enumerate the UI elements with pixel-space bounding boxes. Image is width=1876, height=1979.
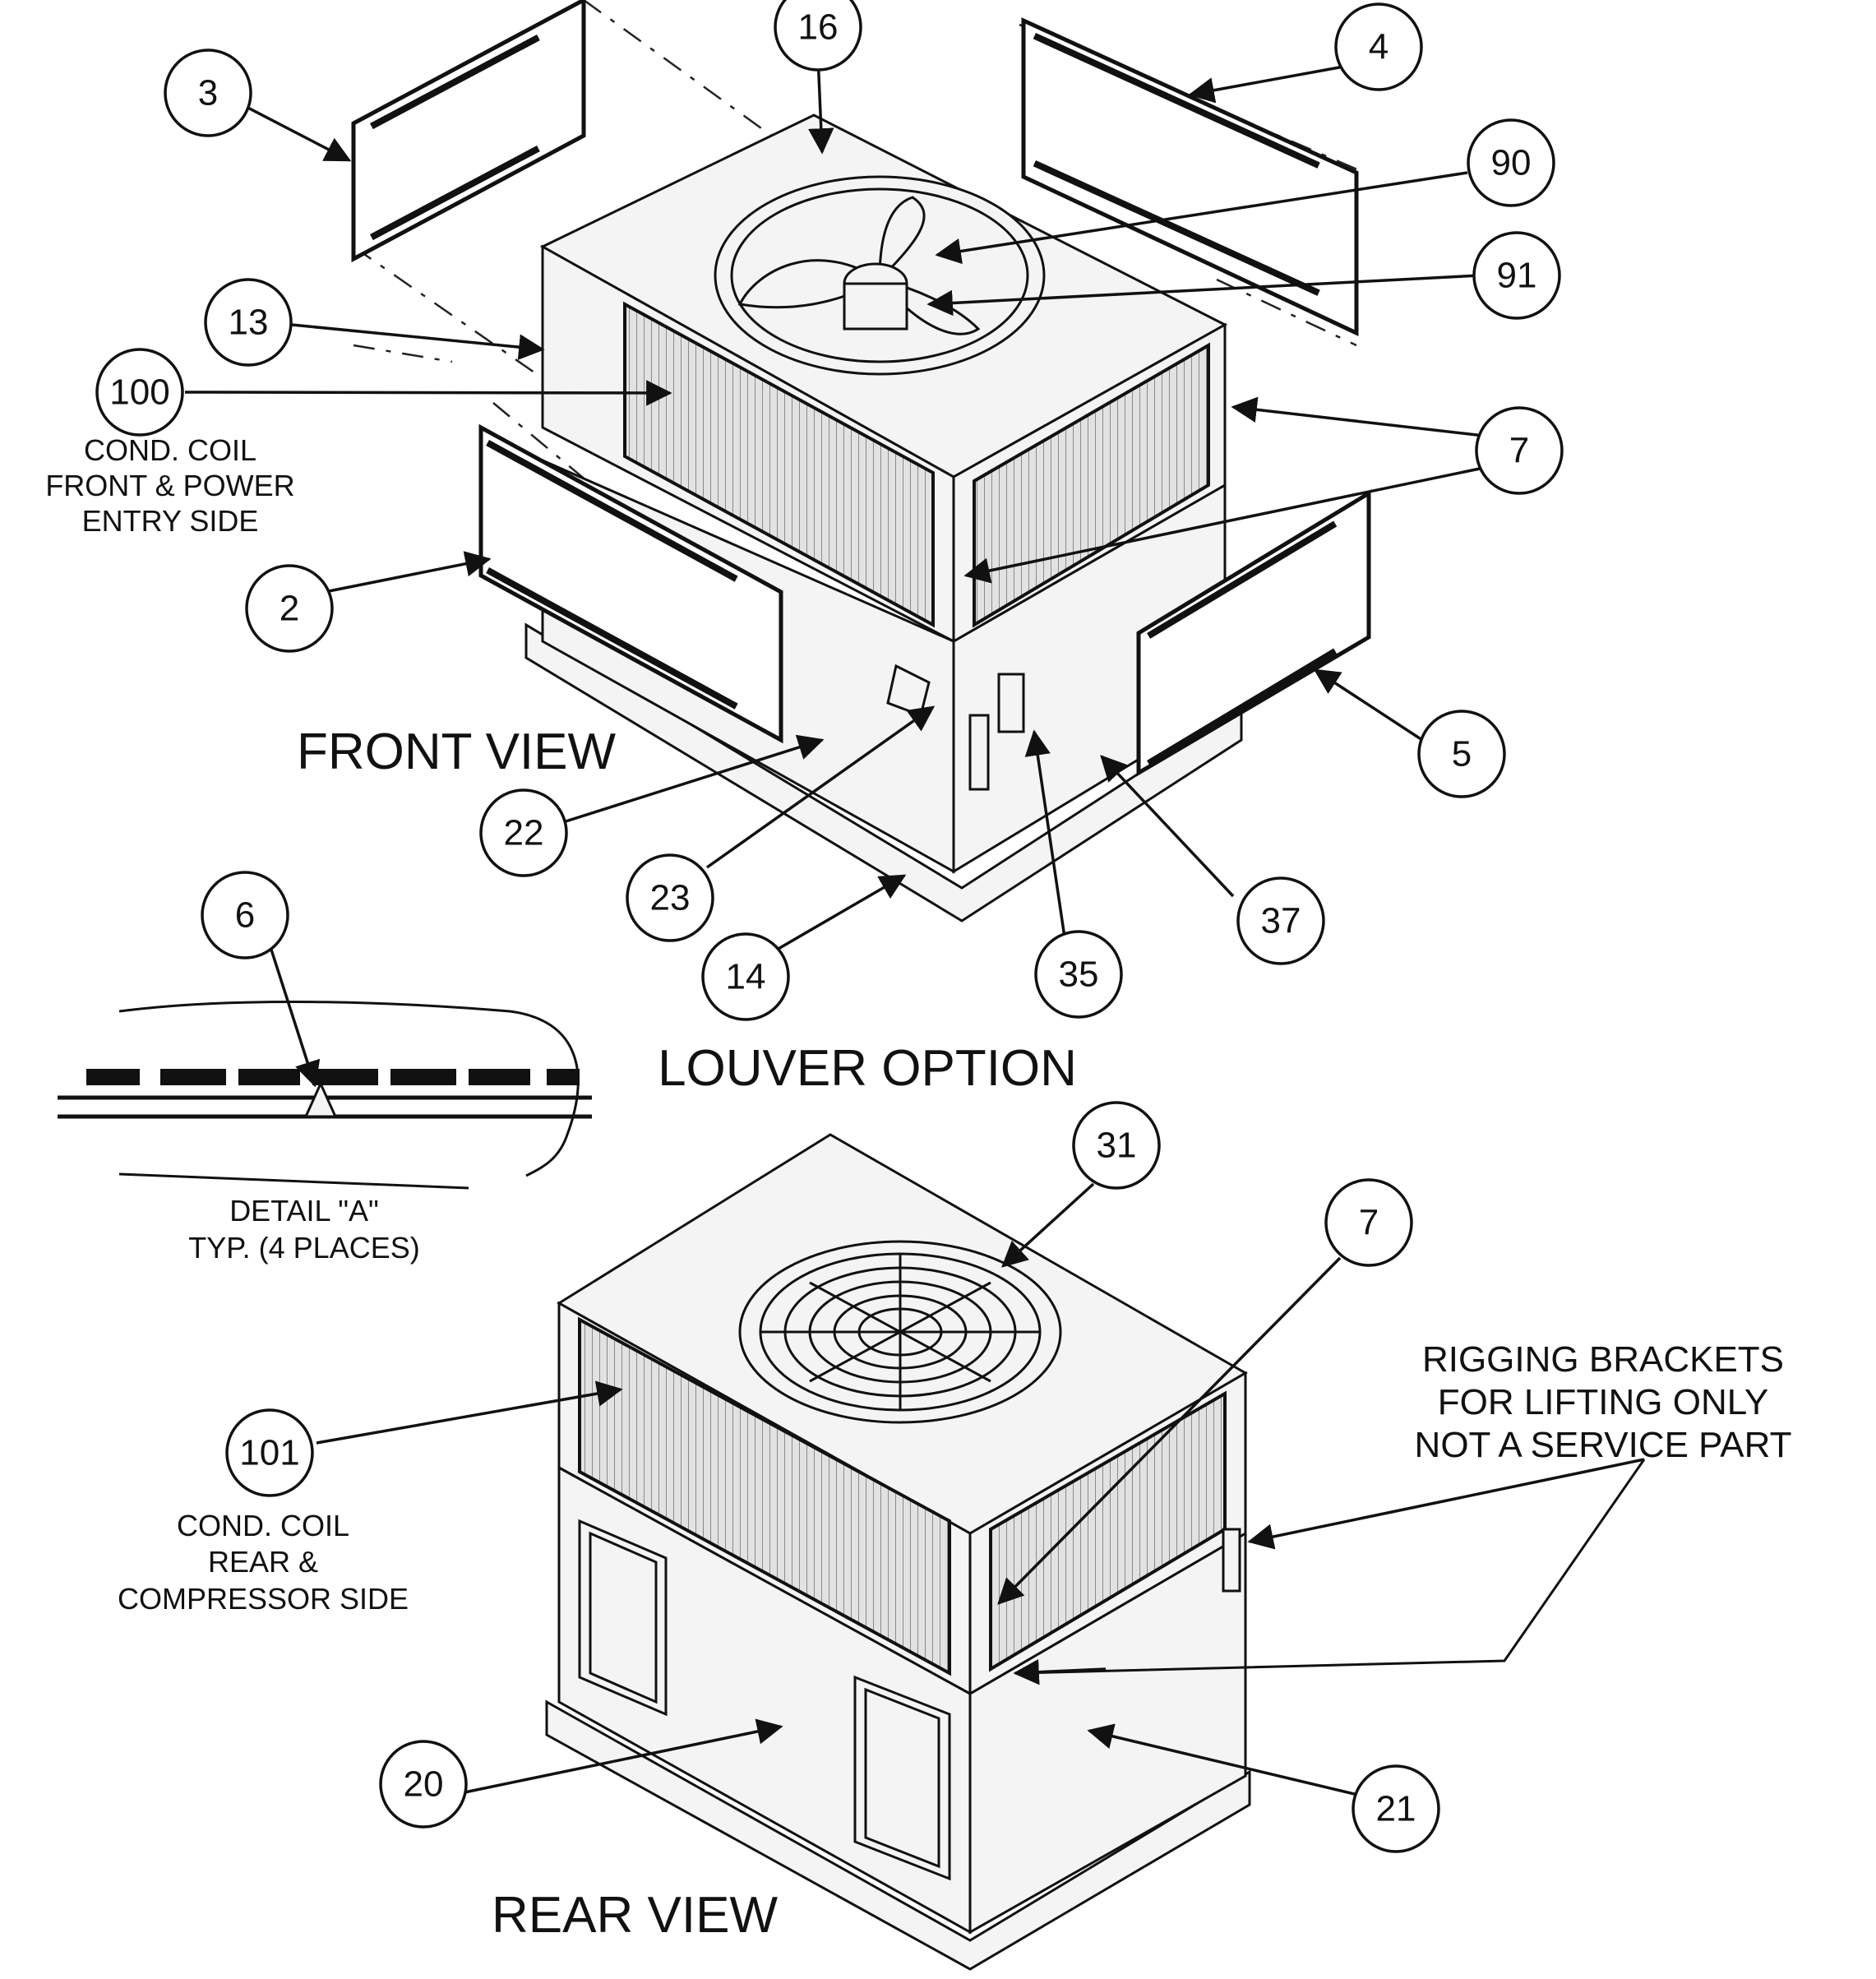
svg-text:FRONT & POWER: FRONT & POWER <box>45 469 294 502</box>
svg-text:6: 6 <box>235 895 255 936</box>
svg-text:NOT A SERVICE PART: NOT A SERVICE PART <box>1415 1425 1792 1465</box>
svg-text:101: 101 <box>239 1433 299 1473</box>
front-unit <box>353 0 1365 922</box>
callout-90: 90 <box>1467 118 1555 207</box>
front-view-title: FRONT VIEW <box>297 724 617 780</box>
coil-front-note: COND. COIL FRONT & POWER ENTRY SIDE <box>45 433 294 538</box>
terminal-block <box>968 714 990 791</box>
callout-4: 4 <box>1334 2 1423 91</box>
svg-text:7: 7 <box>1509 431 1529 471</box>
panel-clip <box>303 1080 338 1118</box>
callout-31: 31 <box>1072 1101 1161 1190</box>
svg-text:COMPRESSOR SIDE: COMPRESSOR SIDE <box>118 1582 409 1616</box>
callout-5: 5 <box>1417 710 1506 798</box>
callout-37: 37 <box>1236 876 1325 965</box>
callout-35: 35 <box>1034 930 1123 1019</box>
callout-6: 6 <box>201 871 289 959</box>
svg-text:REAR &: REAR & <box>208 1545 318 1579</box>
callout-7-rear: 7 <box>1324 1178 1413 1267</box>
callout-21: 21 <box>1352 1764 1440 1853</box>
svg-text:COND. COIL: COND. COIL <box>177 1509 349 1542</box>
rear-condenser-coil-front <box>578 1316 951 1676</box>
louver-panel-3 <box>351 0 586 263</box>
louver-panel-2 <box>478 423 783 744</box>
condenser-coil-front <box>623 301 935 628</box>
svg-text:35: 35 <box>1059 955 1099 995</box>
svg-text:23: 23 <box>650 878 691 918</box>
detail-a-louver <box>58 1000 592 1190</box>
svg-text:21: 21 <box>1376 1789 1416 1829</box>
svg-text:90: 90 <box>1491 143 1532 183</box>
access-opening-left <box>578 1519 668 1717</box>
svg-text:ENTRY SIDE: ENTRY SIDE <box>82 504 259 538</box>
svg-text:37: 37 <box>1261 901 1301 941</box>
callout-101: 101 <box>225 1408 314 1497</box>
svg-text:7: 7 <box>1359 1203 1379 1243</box>
access-opening-right <box>853 1675 951 1881</box>
rear-view-title: REAR VIEW <box>492 1887 778 1944</box>
svg-text:4: 4 <box>1369 27 1389 67</box>
svg-text:20: 20 <box>404 1764 444 1805</box>
rigging-note: RIGGING BRACKETS FOR LIFTING ONLY NOT A … <box>1415 1339 1792 1465</box>
svg-text:31: 31 <box>1097 1126 1137 1166</box>
svg-text:13: 13 <box>229 303 269 343</box>
fan-blade <box>737 196 981 335</box>
svg-text:5: 5 <box>1452 734 1472 774</box>
callout-14: 14 <box>701 932 790 1021</box>
svg-text:TYP. (4 PLACES): TYP. (4 PLACES) <box>188 1231 419 1265</box>
louver-panel-5 <box>1136 489 1371 777</box>
rigging-bracket <box>1222 1528 1241 1593</box>
callout-7-front: 7 <box>1475 406 1564 495</box>
louver-option-title: LOUVER OPTION <box>658 1040 1077 1097</box>
svg-text:RIGGING BRACKETS: RIGGING BRACKETS <box>1422 1339 1784 1380</box>
callout-91: 91 <box>1472 231 1561 320</box>
callout-20: 20 <box>379 1740 468 1829</box>
svg-text:COND. COIL: COND. COIL <box>84 433 256 467</box>
svg-text:FOR LIFTING ONLY: FOR LIFTING ONLY <box>1438 1382 1769 1422</box>
callout-2: 2 <box>245 564 334 653</box>
svg-text:2: 2 <box>280 589 299 629</box>
svg-text:14: 14 <box>726 957 766 997</box>
rear-base-rail <box>545 1699 1251 1971</box>
base-rail <box>524 622 1243 922</box>
rear-unit <box>545 1133 1251 1971</box>
callout-13: 13 <box>204 278 293 367</box>
callout-100: 100 <box>95 348 184 437</box>
svg-text:91: 91 <box>1497 256 1537 296</box>
svg-text:22: 22 <box>504 813 544 853</box>
louver-panel-4 <box>1021 17 1359 336</box>
coil-rear-note: COND. COIL REAR & COMPRESSOR SIDE <box>118 1509 409 1616</box>
callout-3: 3 <box>164 49 252 137</box>
control-box <box>997 673 1025 733</box>
callout-23: 23 <box>626 853 714 942</box>
leader-lines <box>184 55 1646 1798</box>
svg-text:3: 3 <box>198 73 218 113</box>
svg-text:100: 100 <box>109 372 169 413</box>
svg-text:16: 16 <box>798 7 839 48</box>
callout-16: 16 <box>774 0 862 72</box>
callout-22: 22 <box>479 788 568 877</box>
detail-a-note: DETAIL "A" TYP. (4 PLACES) <box>188 1194 419 1265</box>
svg-text:DETAIL "A": DETAIL "A" <box>229 1194 379 1228</box>
fan-guard <box>738 1240 1062 1424</box>
